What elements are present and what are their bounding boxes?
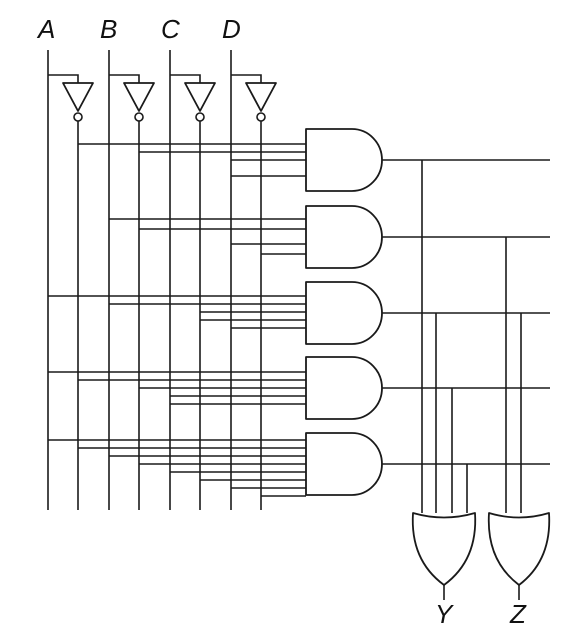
input-rails <box>47 50 232 510</box>
input-label-d: D <box>222 14 241 44</box>
and-gate-5 <box>305 432 383 496</box>
or-gate-z <box>487 512 551 586</box>
input-label-a: A <box>36 14 55 44</box>
and-gates <box>305 128 383 496</box>
input-label-b: B <box>100 14 117 44</box>
inverter-bubble-a <box>73 112 83 122</box>
and-gate-3 <box>305 281 383 345</box>
and-output-wires <box>382 159 550 513</box>
not-gate-d <box>231 74 277 510</box>
not-gates <box>48 74 277 510</box>
not-gate-b <box>109 74 155 510</box>
and-gate-2 <box>305 205 383 269</box>
input-label-c: C <box>161 14 180 44</box>
inverter-bubble-d <box>256 112 266 122</box>
not-gate-a <box>48 74 94 510</box>
output-label-z: Z <box>509 599 527 629</box>
output-label-y: Y <box>435 599 454 629</box>
not-gate-c <box>170 74 216 510</box>
inverter-bubble-b <box>134 112 144 122</box>
inverter-bubble-c <box>195 112 205 122</box>
and-gate-4 <box>305 356 383 420</box>
or-gates <box>411 512 551 586</box>
and-input-wires <box>48 143 306 497</box>
and-gate-1 <box>305 128 383 192</box>
or-gate-y <box>411 512 477 586</box>
